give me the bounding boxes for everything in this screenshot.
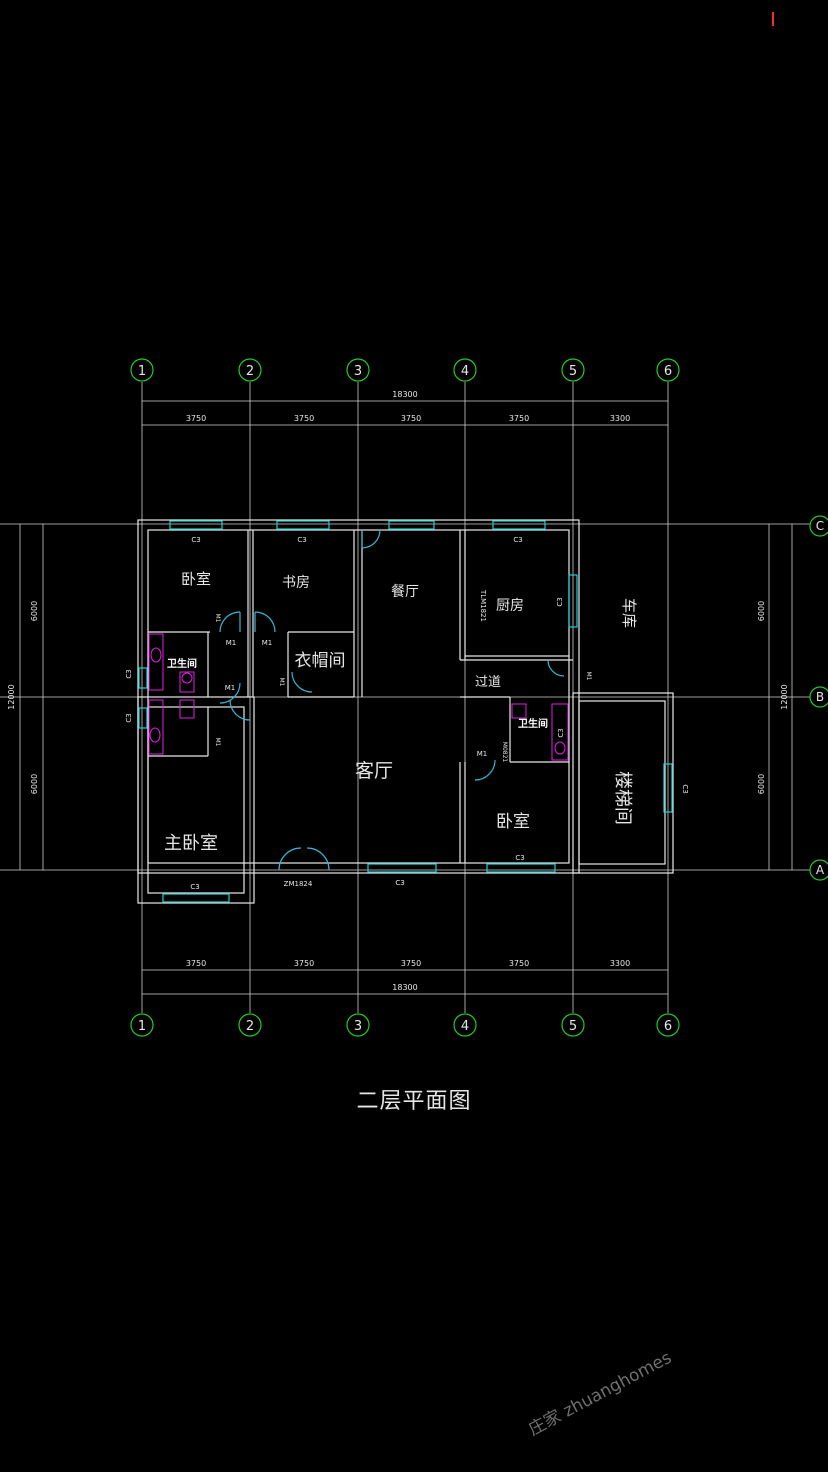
axis-label-top-2: 2 <box>246 364 254 379</box>
dim-bottom-3: 3750 <box>401 959 421 968</box>
room-master-bedroom: 主卧室 <box>164 833 218 854</box>
tag-c3-11: C3 <box>557 728 565 737</box>
dim-bottom-2: 3750 <box>294 959 314 968</box>
axis-label-top-1: 1 <box>138 364 146 379</box>
dim-top-2: 3750 <box>294 414 314 423</box>
tag-c3-2: C3 <box>297 536 306 544</box>
axis-label-top-4: 4 <box>461 364 469 379</box>
dim-bottom-5: 3300 <box>610 959 630 968</box>
room-kitchen: 厨房 <box>496 598 524 614</box>
row-label-c: C <box>816 519 824 533</box>
dim-left-1: 6000 <box>30 601 39 621</box>
room-study: 书房 <box>282 575 310 591</box>
dim-right-2: 6000 <box>757 774 766 794</box>
tag-c3-8: C3 <box>681 784 689 793</box>
walls <box>137 519 674 904</box>
axis-label-top-3: 3 <box>354 364 362 379</box>
room-stair: 楼梯间 <box>612 771 633 825</box>
dim-top-total: 18300 <box>392 390 417 399</box>
doors <box>219 529 565 871</box>
dim-left-2: 6000 <box>30 774 39 794</box>
dim-bottom-total: 18300 <box>392 983 417 992</box>
dim-bottom-4: 3750 <box>509 959 529 968</box>
row-label-a: A <box>816 863 825 877</box>
red-cursor-mark <box>772 12 774 26</box>
tag-c3-5: C3 <box>515 854 524 862</box>
room-living: 客厅 <box>355 760 393 782</box>
tag-m1-3: M1 <box>225 684 236 692</box>
tag-m1-1: M1 <box>226 639 237 647</box>
axis-label-bottom-2: 2 <box>246 1019 254 1034</box>
tag-m1-6: M1 <box>278 678 285 687</box>
tag-m1-8: M1 <box>585 672 592 681</box>
tag-tlm1821: TLM1821 <box>479 589 487 622</box>
axis-label-bottom-4: 4 <box>461 1019 469 1034</box>
room-garage: 车库 <box>620 598 638 628</box>
tag-m1-2: M1 <box>262 639 273 647</box>
drawing-title: 二层平面图 <box>356 1089 472 1114</box>
tag-zm1824: ZM1824 <box>284 880 313 888</box>
dim-top-5: 3300 <box>610 414 630 423</box>
tag-c3-4: C3 <box>395 879 404 887</box>
dim-left-total: 12000 <box>7 684 16 709</box>
dim-top-3: 3750 <box>401 414 421 423</box>
tag-c3-1: C3 <box>191 536 200 544</box>
axis-label-top-6: 6 <box>664 364 672 379</box>
axis-label-bottom-1: 1 <box>138 1019 146 1034</box>
room-corridor: 过道 <box>475 675 501 690</box>
dimension-lines <box>19 400 793 995</box>
dim-top-1: 3750 <box>186 414 206 423</box>
room-bathroom-w: 卫生间 <box>167 657 197 670</box>
tag-m0821: M0821 <box>501 742 508 763</box>
bathroom-fixtures <box>148 633 569 761</box>
room-bedroom-se: 卧室 <box>496 812 530 832</box>
axis-bubbles <box>130 358 828 1037</box>
dim-right-1: 6000 <box>757 601 766 621</box>
dim-bottom-1: 3750 <box>186 959 206 968</box>
tag-c3-10: C3 <box>125 713 133 722</box>
room-bedroom-nw: 卧室 <box>181 570 211 588</box>
tag-m1-7: M1 <box>214 738 221 747</box>
dim-right-total: 12000 <box>780 684 789 709</box>
axis-label-bottom-3: 3 <box>354 1019 362 1034</box>
axis-label-bottom-6: 6 <box>664 1019 672 1034</box>
dim-top-4: 3750 <box>509 414 529 423</box>
tag-m1-5: M1 <box>214 614 221 623</box>
room-dining: 餐厅 <box>391 584 419 600</box>
tag-c3-7: C3 <box>556 597 564 606</box>
room-bathroom-e: 卫生间 <box>518 717 548 730</box>
windows <box>138 520 673 903</box>
axis-label-top-5: 5 <box>569 364 577 379</box>
tag-c3-9: C3 <box>125 669 133 678</box>
axis-label-bottom-5: 5 <box>569 1019 577 1034</box>
tag-m1-4: M1 <box>477 750 488 758</box>
room-cloakroom: 衣帽间 <box>295 651 346 671</box>
tag-c3-3: C3 <box>513 536 522 544</box>
row-label-b: B <box>816 690 824 704</box>
tag-c3-6: C3 <box>190 883 199 891</box>
axis-grid <box>0 382 810 1013</box>
